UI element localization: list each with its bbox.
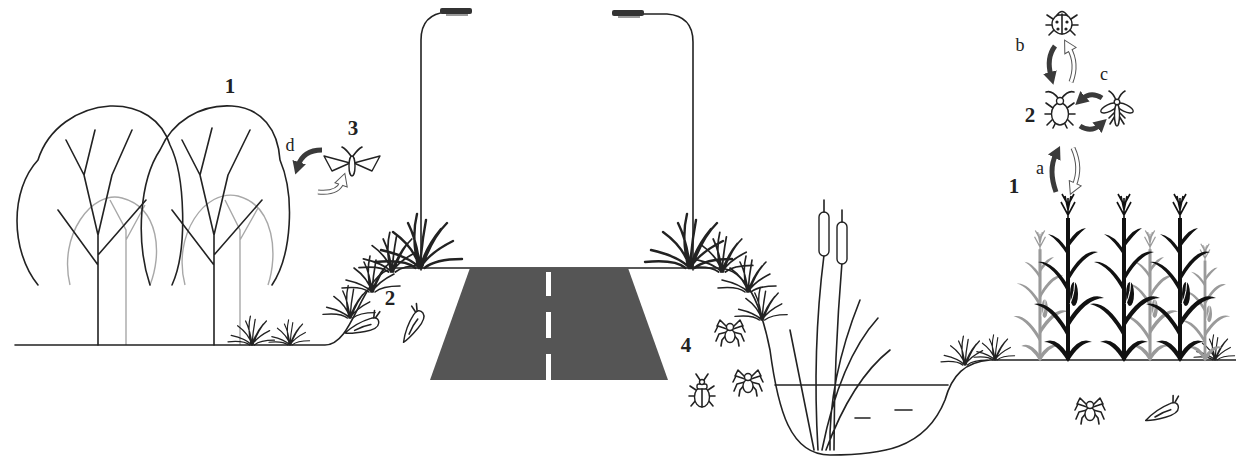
dark-arrow [298,150,322,166]
dark-arrow [1080,125,1100,129]
interaction-arrows [298,46,1102,192]
label-anchor: 3 [348,118,359,139]
callout-number: 4 [681,333,692,357]
interaction-letter: b [1016,35,1025,55]
callout-number: 1 [225,74,236,98]
dark-arrow [1082,95,1102,99]
callout-number: 2 [385,286,396,310]
callout-number: 2 [1025,103,1036,127]
soil-invertebrates [342,302,1183,424]
aphid-icon [1045,92,1075,128]
label-anchor: b [1016,36,1025,55]
label-anchor: d [286,136,295,155]
lane-marking [546,312,551,338]
corn-field [1013,194,1230,362]
label-anchor: 4 [681,335,692,356]
road-surface [430,268,668,380]
interaction-letter: a [1036,158,1044,178]
interaction-letter: c [1100,64,1108,84]
callout-number: 1 [1009,174,1020,198]
road [430,268,668,380]
label-anchor: a [1036,159,1044,178]
light-arrow [318,182,342,192]
moth-icon [324,147,380,176]
label-anchor: 2 [1025,105,1036,126]
interaction-letter: d [286,135,295,155]
ladybird-icon [1046,12,1078,36]
dark-arrow [1052,154,1056,192]
dark-arrow [1049,46,1055,76]
light-arrow [1069,48,1074,82]
terrain [15,268,1236,455]
label-anchor: 1 [1009,176,1020,197]
parasitoid-wasp-icon [1099,91,1134,126]
trees [17,106,289,345]
street-lamps [421,8,693,270]
label-anchor: 2 [385,288,396,309]
label-anchor: c [1100,65,1108,84]
lane-marking [546,354,551,380]
callout-number: 3 [348,116,359,140]
light-arrow [1073,148,1078,186]
cattails [790,200,890,450]
beetle-icon [689,374,715,407]
lane-marking [546,272,551,296]
label-anchor: 1 [225,76,236,97]
